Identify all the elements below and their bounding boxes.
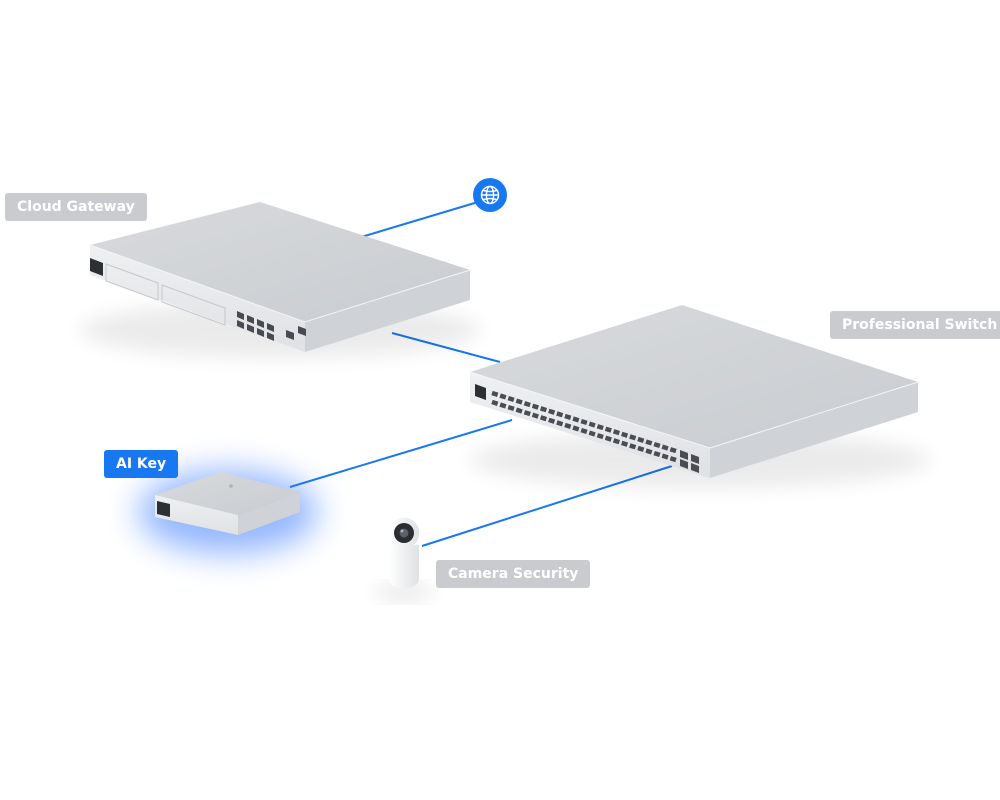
cloud-gateway-device [80, 202, 480, 358]
link-switch-ai-key [289, 419, 513, 488]
cloud-gateway-label: Cloud Gateway [5, 193, 147, 221]
professional-switch-label: Professional Switch [830, 311, 1000, 339]
camera-security-label: Camera Security [436, 560, 591, 588]
camera-security-device [374, 518, 434, 600]
ai-key-device [138, 470, 318, 554]
professional-switch-device [469, 305, 930, 488]
globe-icon [473, 178, 507, 212]
link-gateway-internet [357, 201, 479, 239]
ai-key-label: AI Key [104, 450, 179, 478]
